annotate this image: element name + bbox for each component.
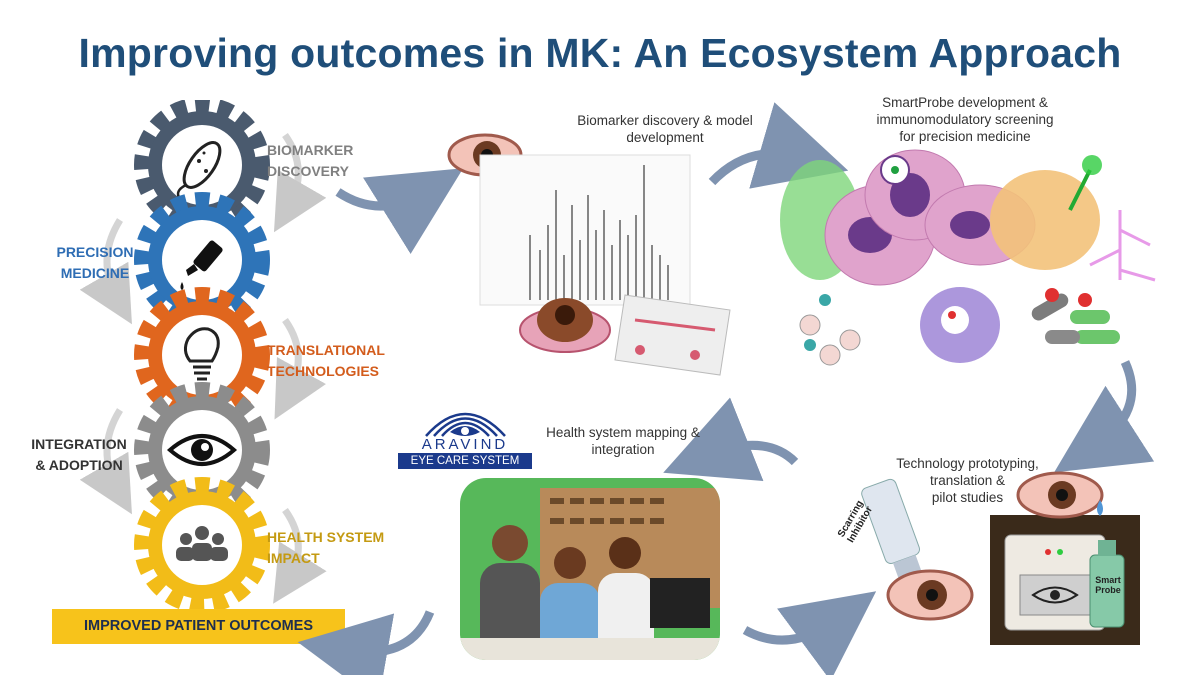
caption-health-system: Health system mapping & integration	[528, 424, 718, 458]
gear-connector-arrow	[274, 317, 327, 420]
eye-icon	[166, 434, 238, 466]
caption-line: SmartProbe development &	[882, 95, 1048, 110]
hyphae-icon	[1089, 210, 1156, 282]
red-eye-illustration	[1016, 471, 1104, 519]
outcomes-label: IMPROVED PATIENT OUTCOMES	[83, 618, 314, 634]
cells-illustration	[780, 149, 1156, 366]
bacteria-rods-icon	[1031, 288, 1120, 344]
pacman-particles	[799, 294, 861, 366]
red-eye-illustration	[886, 569, 974, 621]
lightbulb-icon	[183, 327, 220, 381]
smartprobe-device	[1004, 534, 1106, 631]
caption-prototyping: Technology prototyping, translation & pi…	[870, 455, 1065, 506]
caption-line: pilot studies	[931, 490, 1004, 505]
flow-arrow	[297, 610, 435, 675]
stage-label-line: & ADOPTION	[35, 457, 123, 473]
caption-smartprobe: SmartProbe development & immunomodulator…	[850, 94, 1080, 145]
mass-spectrum-chart	[479, 154, 691, 306]
caption-line: development	[626, 130, 704, 145]
caption-biomarker: Biomarker discovery & model development	[545, 112, 785, 146]
people-group-icon	[176, 526, 228, 561]
gear-connector-arrow	[273, 507, 327, 604]
fungus-icon	[1068, 169, 1092, 211]
eye-drop-bottle-icon	[180, 240, 223, 290]
flow-arrow	[1054, 360, 1155, 473]
stage-label-translational: TRANSLATIONAL TECHNOLOGIES	[267, 340, 385, 382]
flow-arrow	[335, 168, 464, 254]
stage-label-line: TECHNOLOGIES	[267, 363, 380, 379]
stage-label-precision: PRECISION MEDICINE	[50, 242, 140, 284]
caption-line: Biomarker discovery & model	[577, 113, 753, 128]
macrophage-cell-icon	[990, 170, 1100, 270]
caption-line: integration	[591, 442, 655, 457]
stage-label-line: IMPACT	[267, 550, 320, 566]
stage-label-integration: INTEGRATION & ADOPTION	[28, 434, 130, 476]
outcomes-box	[52, 609, 345, 644]
caption-line: Technology prototyping,	[896, 456, 1039, 471]
flow-arrow	[742, 591, 877, 675]
smart-probe-bottle-icon	[1089, 540, 1125, 628]
gear-biomarker	[134, 100, 270, 233]
aravind-banner	[398, 453, 532, 469]
gear-health-system	[134, 477, 270, 610]
caption-line: for precision medicine	[899, 129, 1031, 144]
stage-label-line: MEDICINE	[60, 265, 130, 281]
gear-connector-arrow	[273, 132, 327, 233]
stage-label-line: BIOMARKER	[267, 142, 354, 158]
gear-connector-arrow	[79, 408, 132, 515]
caption-line: Health system mapping &	[546, 425, 700, 440]
monitor-icon	[650, 578, 710, 628]
smartprobe-bottle-label: Smart Probe	[1095, 575, 1121, 595]
gear-stack	[79, 100, 327, 610]
stage-label-line: INTEGRATION	[31, 436, 127, 452]
stage-label-line: TRANSLATIONAL	[267, 342, 385, 358]
stage-label-line: DISCOVERY	[267, 163, 349, 179]
stage-label-line: HEALTH SYSTEM	[267, 529, 385, 545]
organ-on-chip-illustration	[519, 294, 731, 376]
caption-line: immunomodulatory screening	[876, 112, 1054, 127]
flow-arrow	[663, 397, 799, 482]
stage-label-biomarker: BIOMARKER DISCOVERY	[267, 140, 353, 182]
gear-connector-arrow	[79, 218, 132, 325]
aravind-name: ARAVIND	[421, 436, 509, 453]
page-title: Improving outcomes in MK: An Ecosystem A…	[78, 30, 1122, 76]
prototype-illustration	[861, 471, 1140, 645]
aravind-logo	[425, 412, 506, 437]
stage-label-line: PRECISION	[56, 244, 134, 260]
aravind-subtitle: EYE CARE SYSTEM	[410, 455, 520, 467]
clinic-photo	[460, 478, 720, 660]
gear-integration	[134, 382, 270, 518]
caption-line: translation &	[929, 473, 1006, 488]
biomarker-illustration	[447, 133, 731, 376]
flow-arrow	[708, 102, 849, 189]
eye-icon	[1031, 586, 1079, 604]
stage-label-health-system: HEALTH SYSTEM IMPACT	[267, 527, 384, 569]
